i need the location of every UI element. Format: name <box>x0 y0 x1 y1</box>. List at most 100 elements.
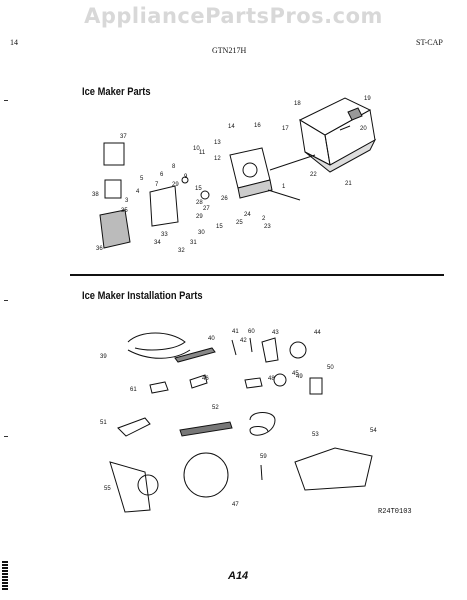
label-61: 61 <box>130 387 137 393</box>
wire-harness-39 <box>127 332 186 351</box>
label-28: 28 <box>196 200 203 206</box>
label-44: 44 <box>314 330 321 336</box>
label-40: 40 <box>208 336 215 342</box>
label-5: 5 <box>140 176 144 182</box>
part-20 <box>339 125 351 131</box>
gear <box>200 190 210 200</box>
label-34: 34 <box>154 240 161 246</box>
label-51: 51 <box>100 420 107 426</box>
fitting-48 <box>244 377 263 389</box>
label-card <box>103 142 125 166</box>
clamp-61 <box>149 381 169 394</box>
fill-tube-line <box>267 189 301 201</box>
label-9: 9 <box>184 174 188 180</box>
mounting-plate <box>99 209 131 249</box>
valve-55 <box>137 474 159 496</box>
label-3: 3 <box>125 198 129 204</box>
label-48: 48 <box>268 376 275 382</box>
margin-tick <box>4 300 8 301</box>
label-30: 30 <box>198 230 205 236</box>
label-46: 46 <box>202 376 209 382</box>
kit-circle-47 <box>183 452 229 498</box>
label-10: 10 <box>193 146 200 152</box>
ice-ejector <box>304 138 377 173</box>
valve-44 <box>289 341 307 359</box>
cover-assembly <box>149 185 179 227</box>
cam <box>181 176 189 184</box>
label-52: 52 <box>212 405 219 411</box>
label-32: 32 <box>178 248 185 254</box>
label-33: 33 <box>161 232 168 238</box>
label-1: 1 <box>282 184 286 190</box>
label-42: 42 <box>240 338 247 344</box>
label-6: 6 <box>160 172 164 178</box>
label-17: 17 <box>282 126 289 132</box>
label-47: 47 <box>232 502 239 508</box>
section-title-ice-maker-parts: Ice Maker Parts <box>82 86 151 98</box>
label-35: 35 <box>121 208 128 214</box>
reference-code: R24T0103 <box>378 508 412 516</box>
screw-60 <box>249 337 253 353</box>
wire-harness <box>269 154 316 171</box>
label-38: 38 <box>92 192 99 198</box>
part-19 <box>347 107 363 121</box>
label-21: 21 <box>345 181 352 187</box>
label-29: 29 <box>172 182 179 188</box>
ice-bin-54 <box>294 447 373 491</box>
label-31: 31 <box>190 240 197 246</box>
part-50 <box>309 377 323 395</box>
tube-coil-53 <box>249 412 276 436</box>
label-37: 37 <box>120 134 127 140</box>
label-36: 36 <box>96 246 103 252</box>
label-41: 41 <box>232 329 239 335</box>
label-60: 60 <box>248 329 255 335</box>
label-43: 43 <box>272 330 279 336</box>
section-title-installation-parts: Ice Maker Installation Parts <box>82 290 203 302</box>
tube-40 <box>174 347 216 363</box>
label-4: 4 <box>136 189 140 195</box>
label-26: 26 <box>221 196 228 202</box>
margin-tick <box>4 436 8 437</box>
label-12: 12 <box>214 156 221 162</box>
ice-maker-motor <box>242 162 258 178</box>
label-45: 45 <box>292 371 299 377</box>
housing-base <box>237 179 273 199</box>
wire-harness-39b <box>127 349 191 359</box>
label-25: 25 <box>236 220 243 226</box>
clip-46 <box>189 374 208 389</box>
label-8: 8 <box>172 164 176 170</box>
watermark: AppliancePartsPros.com <box>84 4 383 28</box>
label-7: 7 <box>155 182 159 188</box>
grommet-49 <box>273 373 287 387</box>
label-54: 54 <box>370 428 377 434</box>
label-49: 49 <box>296 374 303 380</box>
label-15b: 15 <box>195 186 202 192</box>
part-number-labels: 1 2 3 4 5 6 7 8 9 10 11 12 13 14 15 15 1… <box>92 96 377 508</box>
section-divider <box>70 274 444 276</box>
label-2: 2 <box>262 216 266 222</box>
part-38 <box>104 179 122 199</box>
label-14: 14 <box>228 124 235 130</box>
margin-tick <box>4 100 8 101</box>
screw-41 <box>231 339 237 356</box>
label-11: 11 <box>199 150 206 156</box>
model-number: GTN217H <box>212 46 247 55</box>
label-18: 18 <box>294 101 301 107</box>
label-39: 39 <box>100 354 107 360</box>
label-29b: 29 <box>196 214 203 220</box>
header-right-code: ST-CAP <box>416 38 443 47</box>
label-24: 24 <box>244 212 251 218</box>
label-15: 15 <box>216 224 223 230</box>
tube-51 <box>117 417 151 437</box>
label-22: 22 <box>310 172 317 178</box>
page-left-number: 14 <box>10 38 18 47</box>
label-53: 53 <box>312 432 319 438</box>
label-50: 50 <box>327 365 334 371</box>
label-13: 13 <box>214 140 221 146</box>
screw-59 <box>260 464 263 481</box>
label-23: 23 <box>264 224 271 230</box>
pipe-52 <box>179 421 233 437</box>
label-19: 19 <box>364 96 371 102</box>
bracket-43 <box>261 337 279 363</box>
